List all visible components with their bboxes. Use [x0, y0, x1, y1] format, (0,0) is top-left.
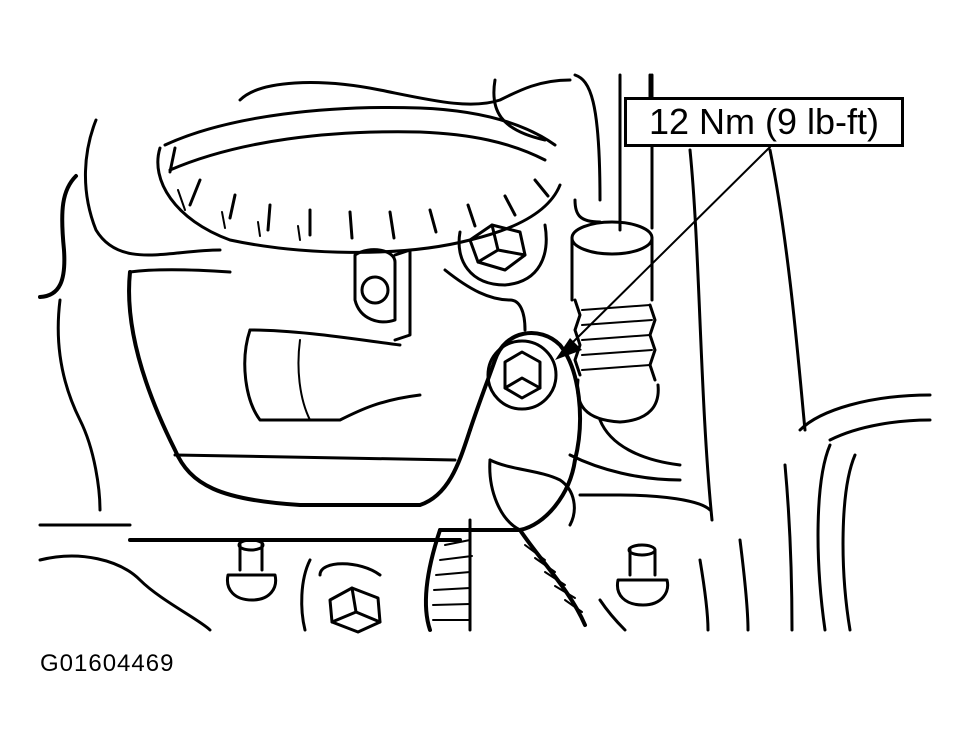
lower-bolt [318, 562, 382, 634]
torque-callout-label: 12 Nm (9 lb-ft) [648, 101, 880, 142]
wiring-harness [423, 458, 587, 632]
middle-pipe-top [248, 328, 402, 347]
lower-right-pipe [598, 418, 682, 467]
upper-hose-lower-edge [492, 78, 547, 142]
left-hose-outline [38, 174, 78, 299]
threaded-sleeve [570, 220, 660, 424]
engine-block-right [648, 73, 932, 632]
bracket-bolt [486, 339, 558, 411]
left-housing [83, 118, 222, 257]
torque-callout: 12 Nm (9 lb-ft) [624, 97, 904, 147]
figure-id: G01604469 [40, 650, 175, 677]
upper-bolt [457, 223, 548, 287]
mounting-bracket [127, 268, 582, 532]
toothed-ring [156, 105, 562, 254]
sensor-connector [353, 248, 412, 342]
middle-pipe [243, 328, 422, 422]
upper-hose [238, 78, 572, 106]
callout-leader-arrow [555, 146, 771, 360]
lower-studs [225, 538, 670, 607]
